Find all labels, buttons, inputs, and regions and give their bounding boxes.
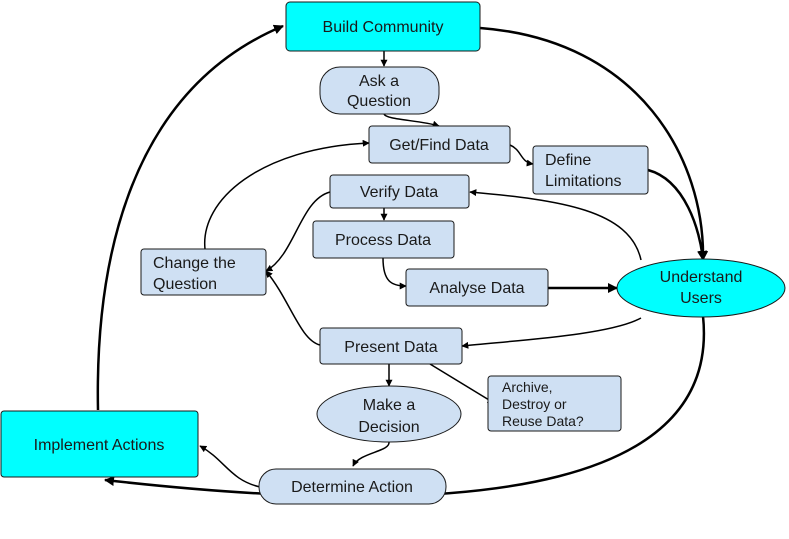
implement-actions-label: Implement Actions [34, 437, 165, 454]
change-question-label-1: Change the [153, 255, 236, 272]
edge-ask-to-get [383, 113, 440, 128]
node-change-question: Change the Question [140, 248, 267, 296]
edge-implement-to-build [96, 24, 284, 411]
determine-action-label: Determine Action [291, 479, 413, 496]
edge-decision-to-determine [352, 441, 390, 467]
ask-question-label-1: Ask a [359, 73, 399, 90]
understand-users-label-1: Understand [660, 269, 743, 286]
analyse-data-label: Analyse Data [429, 280, 524, 297]
edge-verify-to-change [265, 191, 331, 272]
edge-understand-to-verify [469, 189, 642, 261]
verify-data-label: Verify Data [360, 184, 438, 201]
edge-present-to-change [265, 270, 321, 346]
edge-understand-to-present [461, 317, 642, 349]
edges [96, 24, 709, 498]
node-verify-data: Verify Data [329, 174, 470, 209]
node-get-find-data: Get/Find Data [368, 125, 511, 164]
node-process-data: Process Data [312, 220, 455, 259]
edge-build-to-understand [479, 26, 709, 261]
make-decision-label-1: Make a [363, 397, 416, 414]
node-analyse-data: Analyse Data [405, 268, 549, 307]
node-understand-users: Understand Users [616, 258, 786, 318]
edge-get-to-define [509, 144, 534, 167]
edge-process-to-analyse [382, 257, 407, 290]
process-data-label: Process Data [335, 232, 431, 249]
get-find-data-label: Get/Find Data [389, 137, 489, 154]
ask-question-label-2: Question [347, 93, 411, 110]
understand-users-label-2: Users [680, 290, 722, 307]
archive-label-3: Reuse Data? [502, 413, 584, 429]
node-archive-destroy-reuse: Archive, Destroy or Reuse Data? [487, 375, 622, 432]
change-question-label-2: Question [153, 276, 217, 293]
node-define-limitations: Define Limitations [532, 145, 649, 195]
edge-determine-to-implement [199, 445, 261, 488]
edge-present-to-archive [429, 363, 495, 404]
present-data-label: Present Data [344, 339, 437, 356]
node-present-data: Present Data [319, 327, 463, 365]
make-decision-label-2: Decision [358, 419, 419, 436]
define-limitations-label-2: Limitations [545, 173, 621, 190]
archive-label-1: Archive, [502, 379, 553, 395]
node-ask-question: Ask a Question [319, 66, 440, 115]
node-implement-actions: Implement Actions [0, 410, 199, 478]
define-limitations-label-1: Define [545, 152, 591, 169]
node-make-decision: Make a Decision [316, 385, 462, 443]
edge-define-to-understand [647, 168, 708, 261]
node-determine-action: Determine Action [258, 468, 447, 505]
edge-change-to-get [204, 139, 370, 250]
archive-label-2: Destroy or [502, 396, 567, 412]
build-community-label: Build Community [323, 19, 444, 36]
node-build-community: Build Community [285, 1, 481, 52]
